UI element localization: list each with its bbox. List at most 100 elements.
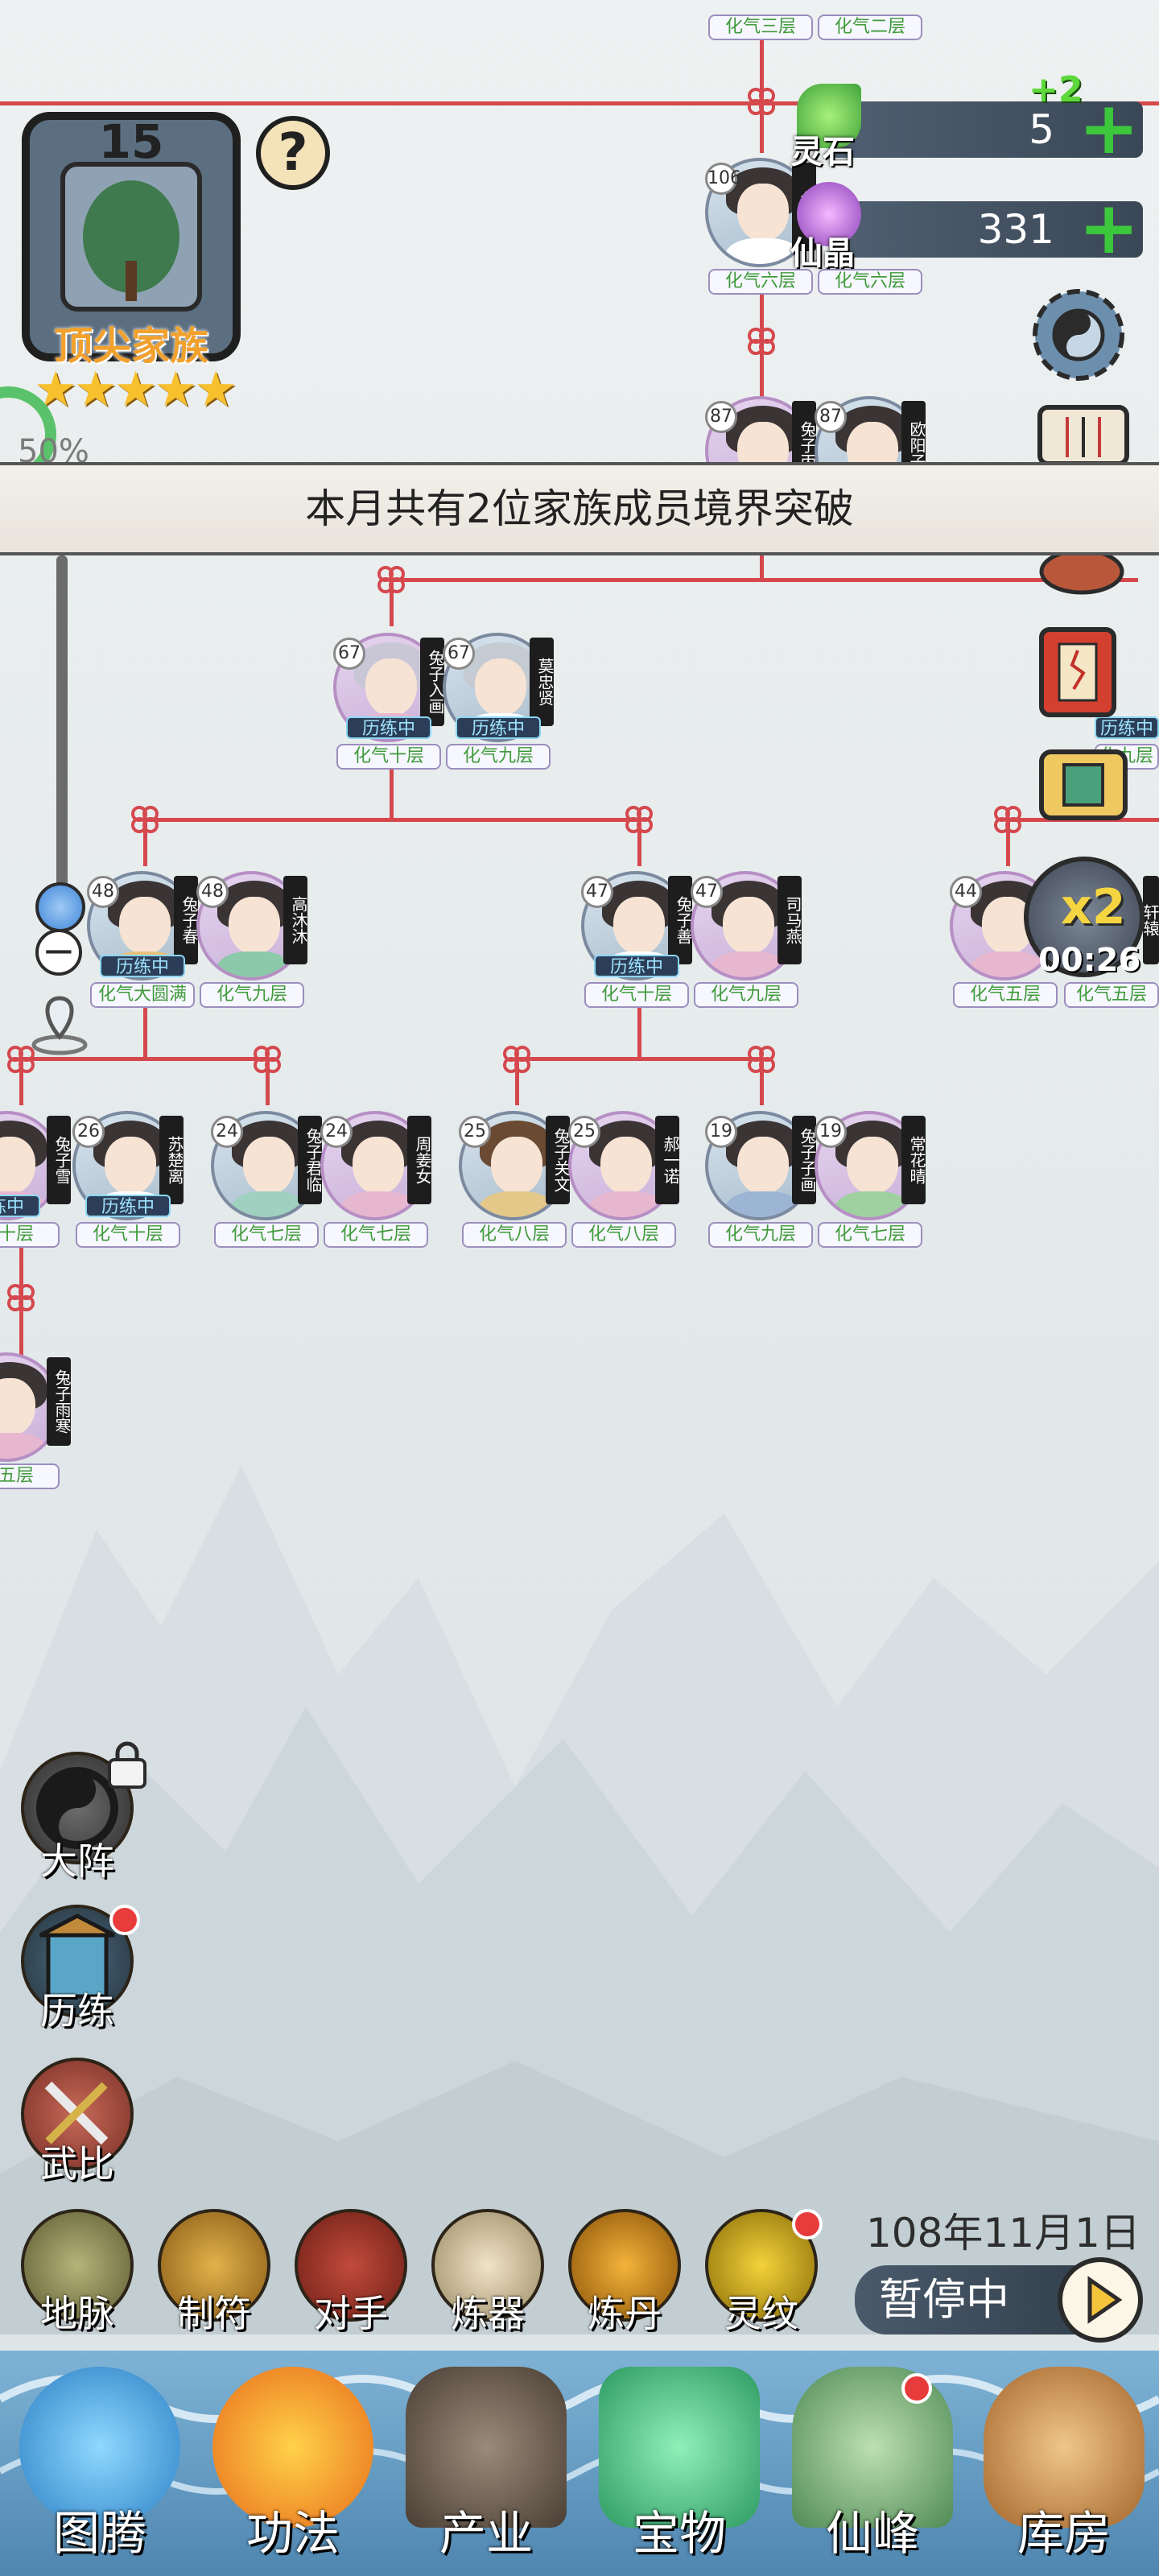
tree-vertical-line bbox=[143, 818, 147, 866]
scroll-icon bbox=[1039, 749, 1128, 820]
knot-icon bbox=[625, 806, 653, 833]
play-icon bbox=[1087, 2276, 1123, 2324]
member-card[interactable]: 106 兔子 化气六层 化气六层 bbox=[705, 158, 922, 295]
member-age: 48 bbox=[87, 876, 119, 908]
technique-button[interactable] bbox=[212, 2367, 373, 2528]
member-card[interactable]: 47 司马燕 化气九层 bbox=[691, 871, 908, 1008]
member-realm: 气十层 bbox=[0, 1222, 60, 1248]
tree-vertical-line bbox=[637, 818, 641, 866]
alchemy-button[interactable] bbox=[568, 2209, 681, 2322]
member-name: 莫忠贤 bbox=[530, 638, 555, 726]
member-age: 44 bbox=[950, 876, 982, 908]
lingshi-icon bbox=[797, 84, 861, 148]
member-realm: 化气五层 bbox=[1064, 982, 1159, 1008]
member-card[interactable]: 47 兔子善 历练中 化气十层 bbox=[581, 871, 798, 1008]
sword-icon bbox=[44, 2081, 109, 2145]
member-realm: 化气十层 bbox=[336, 744, 441, 770]
training-label: 历练 bbox=[40, 1989, 114, 2033]
knot-icon bbox=[503, 1046, 530, 1073]
add-xianjing-button[interactable]: + bbox=[1079, 186, 1140, 270]
clan-emblem[interactable]: 15 顶尖家族 ★★★★★ bbox=[14, 100, 248, 417]
member-realm: 化气三层 bbox=[708, 14, 813, 40]
member-card[interactable]: 25 郝一诺 化气八层 bbox=[568, 1111, 786, 1248]
training-badge: 历练中 bbox=[85, 1195, 171, 1217]
artifact-button[interactable] bbox=[431, 2209, 544, 2322]
member-card[interactable]: 兔子雪 历练中 气十层 bbox=[0, 1111, 169, 1248]
treasure-button[interactable] bbox=[599, 2367, 760, 2528]
play-button[interactable] bbox=[1058, 2257, 1143, 2343]
member-realm: 化气六层 bbox=[818, 269, 922, 295]
knot-icon bbox=[748, 328, 775, 355]
formation-label: 大阵 bbox=[40, 1839, 114, 1883]
talisman-craft-button[interactable] bbox=[158, 2209, 270, 2322]
formation-button[interactable] bbox=[21, 1752, 134, 1864]
member-card[interactable]: 48 高沐沐 化气九层 bbox=[196, 871, 414, 1008]
tree-vertical-line bbox=[760, 1057, 764, 1105]
member-card[interactable]: 25 兔子关文 化气八层 bbox=[459, 1111, 676, 1248]
pause-button[interactable]: 暂停中 bbox=[855, 2265, 1096, 2334]
wave-pattern-icon bbox=[0, 2375, 1159, 2495]
member-name: 兔子善 bbox=[668, 876, 693, 964]
member-card[interactable]: 87 欧阳子 bbox=[815, 396, 1032, 506]
add-lingshi-button[interactable]: + bbox=[1079, 86, 1140, 171]
zoom-slider-track[interactable] bbox=[56, 555, 68, 910]
zoom-out-button[interactable]: − bbox=[35, 929, 82, 976]
storage-label: 库房 bbox=[1017, 2506, 1111, 2561]
training-badge: 历练中 bbox=[0, 1195, 40, 1217]
member-card[interactable]: 67 莫忠贤 历练中 化气九层 bbox=[443, 633, 660, 770]
member-age: 25 bbox=[459, 1116, 491, 1148]
lingshi-value: 5 bbox=[1029, 106, 1054, 153]
tree-horizontal-line bbox=[143, 818, 639, 822]
member-card[interactable]: 48 兔子春 历练中 化气大圆满 bbox=[87, 871, 304, 1008]
zoom-slider-handle[interactable] bbox=[35, 882, 85, 932]
member-name: 郝一诺 bbox=[655, 1116, 680, 1204]
scroll-button[interactable] bbox=[1035, 741, 1132, 829]
member-card[interactable]: 19 兔子子画 化气九层 bbox=[705, 1111, 922, 1248]
rival-button[interactable] bbox=[295, 2209, 407, 2322]
member-name: 兔子关文 bbox=[546, 1116, 571, 1204]
member-realm: 化气大圆满 bbox=[90, 982, 195, 1008]
member-card[interactable]: 26 苏楚离 历练中 化气十层 bbox=[72, 1111, 290, 1248]
settings-button[interactable] bbox=[1029, 285, 1128, 385]
tree-vertical-line bbox=[515, 1057, 519, 1105]
member-portrait bbox=[815, 1111, 924, 1220]
talisman-craft-label: 制符 bbox=[177, 2292, 251, 2335]
member-age: 48 bbox=[196, 876, 229, 908]
pause-label: 暂停中 bbox=[879, 2274, 1009, 2325]
terrain-label: 地脉 bbox=[40, 2292, 114, 2335]
scroll-book-button[interactable] bbox=[1035, 399, 1132, 466]
technique-label: 功法 bbox=[245, 2506, 340, 2561]
member-name: 轩辕 bbox=[1140, 876, 1159, 964]
member-age: 19 bbox=[815, 1116, 847, 1148]
rune-label: 灵纹 bbox=[724, 2292, 798, 2335]
artifact-label: 炼器 bbox=[451, 2292, 525, 2335]
duel-button[interactable] bbox=[21, 2058, 134, 2170]
tree-horizontal-line bbox=[0, 101, 1159, 105]
xianjing-value: 331 bbox=[977, 206, 1054, 253]
tree-vertical-line bbox=[143, 1006, 147, 1059]
member-name: 兔子子画 bbox=[792, 1116, 817, 1204]
member-card[interactable]: 24 兔子君临 化气七层 bbox=[211, 1111, 428, 1248]
terrain-button[interactable] bbox=[21, 2209, 134, 2322]
member-name: 常花晴 bbox=[901, 1116, 926, 1204]
gate-icon bbox=[39, 1913, 116, 1999]
member-card[interactable]: 兔子雨寒 气五层 bbox=[0, 1352, 169, 1489]
storage-button[interactable] bbox=[984, 2367, 1145, 2528]
talisman-button[interactable] bbox=[1033, 625, 1122, 720]
training-badge: 历练中 bbox=[346, 716, 431, 739]
gourd-button[interactable] bbox=[1033, 548, 1130, 604]
member-name: 兔子入画 bbox=[420, 638, 445, 726]
knot-icon bbox=[377, 566, 405, 593]
speed-button[interactable]: x2 00:26 bbox=[1024, 857, 1145, 979]
clan-title: 顶尖家族 bbox=[53, 324, 208, 369]
lingshi-delta: +2 bbox=[1029, 69, 1083, 110]
knot-icon bbox=[7, 1046, 35, 1073]
industry-button[interactable] bbox=[406, 2367, 567, 2528]
member-card[interactable]: 67 兔子入画 历练中 化气十层 bbox=[333, 633, 551, 770]
totem-button[interactable] bbox=[19, 2367, 180, 2528]
locate-button[interactable] bbox=[27, 992, 92, 1056]
member-card[interactable]: 24 周姜女 化气七层 bbox=[320, 1111, 538, 1248]
member-card[interactable]: 19 常花晴 化气七层 bbox=[815, 1111, 1032, 1248]
member-name: 兔子雪 bbox=[47, 1116, 72, 1204]
help-button[interactable]: ? bbox=[256, 116, 330, 190]
